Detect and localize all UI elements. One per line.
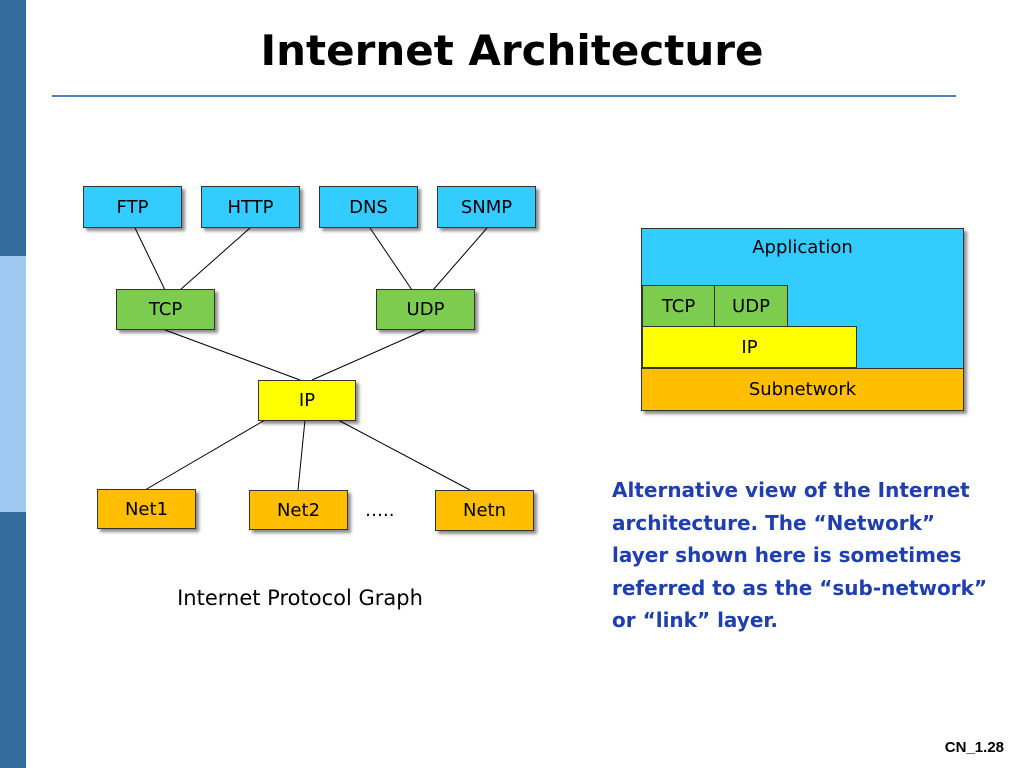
subnetwork-layer: Subnetwork [642, 368, 963, 410]
tcp-layer: TCP [642, 285, 715, 327]
udp-box: UDP [376, 289, 475, 330]
ftp-label: FTP [116, 196, 149, 218]
tcp-label: TCP [148, 299, 183, 320]
ip-label: IP [298, 390, 316, 411]
snmp-box: SNMP [437, 186, 536, 228]
netn-box: Netn [435, 490, 534, 531]
application-layer-label: Application [642, 237, 963, 267]
sidebar-bottom-segment [0, 512, 26, 768]
net2-box: Net2 [249, 490, 348, 530]
net1-label: Net1 [124, 498, 169, 520]
sidebar-middle-segment [0, 256, 26, 512]
slide-title: Internet Architecture [260, 26, 764, 75]
application-text: Application [752, 237, 853, 258]
more-networks-ellipsis: ….. [365, 500, 395, 521]
udp-layer: UDP [714, 285, 788, 327]
dns-box: DNS [319, 186, 418, 228]
net2-label: Net2 [276, 499, 321, 521]
dns-label: DNS [349, 196, 388, 218]
tcp-box: TCP [116, 289, 215, 330]
edge-ip-net1 [144, 419, 266, 491]
protocol-graph-caption: Internet Protocol Graph [177, 586, 423, 610]
layer-stack-diagram: Application TCP UDP IP Subnetwork [641, 228, 964, 411]
tcp-layer-text: TCP [661, 295, 696, 317]
udp-layer-text: UDP [732, 295, 770, 317]
netn-label: Netn [462, 500, 506, 521]
ip-layer: IP [642, 326, 857, 368]
http-label: HTTP [227, 196, 274, 218]
slide-number: CN_1.28 [944, 739, 1004, 756]
ftp-box: FTP [83, 186, 182, 228]
subnetwork-layer-text: Subnetwork [748, 379, 857, 400]
edge-udp-ip [311, 329, 426, 381]
edge-http-tcp [179, 227, 251, 291]
edge-dns-udp [369, 227, 413, 291]
edge-tcp-ip [164, 329, 301, 381]
edge-ip-netn [337, 419, 471, 491]
http-box: HTTP [201, 186, 300, 228]
edge-ftp-tcp [134, 227, 166, 291]
edge-ip-net2 [297, 419, 306, 491]
alternative-view-note: Alternative view of the Internet archite… [612, 478, 988, 632]
snmp-label: SNMP [460, 196, 513, 218]
slide-sidebar [0, 0, 26, 768]
ip-box: IP [258, 380, 356, 421]
ip-layer-text: IP [741, 336, 758, 358]
udp-label: UDP [406, 299, 445, 320]
net1-box: Net1 [97, 489, 196, 529]
edge-snmp-udp [432, 227, 488, 291]
sidebar-top-segment [0, 0, 26, 256]
title-divider [52, 95, 956, 97]
